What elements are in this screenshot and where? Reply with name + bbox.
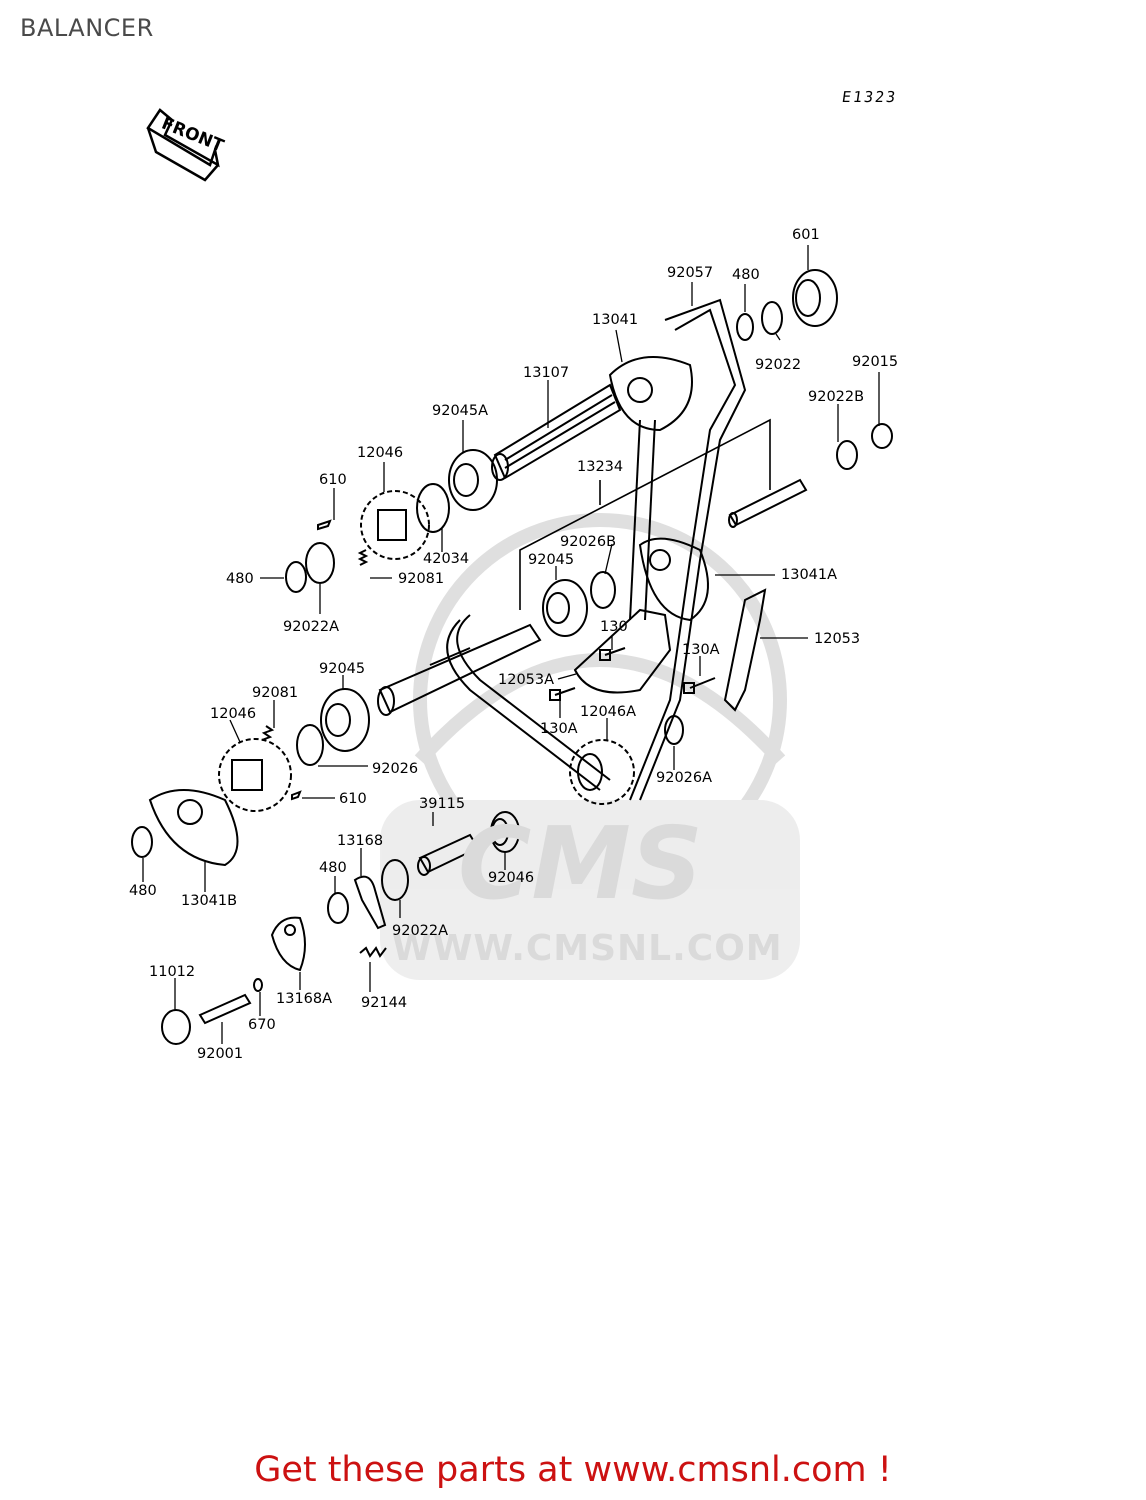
callout-92045-upper[interactable]: 92045 xyxy=(528,552,575,568)
splined-shaft-13107 xyxy=(491,383,622,481)
lever-12053 xyxy=(723,588,767,712)
washer-92022A-lower xyxy=(381,859,409,901)
callout-601[interactable]: 601 xyxy=(792,227,820,243)
callout-11012[interactable]: 11012 xyxy=(149,964,196,980)
callout-92022[interactable]: 92022 xyxy=(755,357,802,373)
balancer-weight-13041 xyxy=(608,356,693,432)
callout-130a-left[interactable]: 130A xyxy=(540,721,578,737)
callout-480-lower[interactable]: 480 xyxy=(319,860,347,876)
balancer-shaft xyxy=(377,623,542,716)
callout-13041a[interactable]: 13041A xyxy=(781,567,838,583)
hub-42034 xyxy=(416,483,450,533)
bolt-92001 xyxy=(198,993,252,1025)
bearing-92045-lower xyxy=(320,688,370,752)
shaft-39115 xyxy=(417,833,480,876)
callout-92144[interactable]: 92144 xyxy=(361,995,408,1011)
cap-11012 xyxy=(161,1009,191,1045)
leader-lines xyxy=(142,245,880,1044)
callout-670[interactable]: 670 xyxy=(248,1017,276,1033)
callout-13041[interactable]: 13041 xyxy=(592,312,639,328)
front-arrow-icon xyxy=(146,108,220,182)
balancer-weight-13041A xyxy=(638,537,709,622)
lever-13168 xyxy=(353,875,387,930)
washer-92022A-upper xyxy=(305,542,335,584)
callout-13234[interactable]: 13234 xyxy=(577,459,624,475)
pivot-shaft xyxy=(728,478,808,528)
washer-92026B xyxy=(590,571,616,609)
plate-13168A xyxy=(270,916,306,972)
balancer-weight-13041B xyxy=(148,789,239,867)
callout-480-left[interactable]: 480 xyxy=(129,883,157,899)
gear-12046-lower xyxy=(218,738,292,812)
drive-chain xyxy=(446,298,747,801)
circlip-480-top xyxy=(736,313,754,341)
callout-92022b[interactable]: 92022B xyxy=(808,389,865,405)
lever-12053A xyxy=(573,608,672,694)
callout-39115[interactable]: 39115 xyxy=(419,796,466,812)
reference-bracket xyxy=(519,418,771,610)
callout-13107[interactable]: 13107 xyxy=(523,365,570,381)
pin-610-lower xyxy=(291,790,302,801)
callout-92026a[interactable]: 92026A xyxy=(656,770,713,786)
callout-12053a[interactable]: 12053A xyxy=(498,672,555,688)
watermark-logo: CMS xyxy=(458,805,703,922)
callout-12046-lower[interactable]: 12046 xyxy=(210,706,257,722)
pin-610-upper xyxy=(317,519,332,531)
callout-92022a-upper[interactable]: 92022A xyxy=(283,619,340,635)
callout-92026[interactable]: 92026 xyxy=(372,761,419,777)
bolt-130 xyxy=(599,647,626,661)
circlip-480-upper xyxy=(285,561,307,593)
circlip-480-lower xyxy=(327,892,349,924)
callout-480[interactable]: 480 xyxy=(732,267,760,283)
washer-92026 xyxy=(296,724,324,766)
callout-92081-upper[interactable]: 92081 xyxy=(398,571,445,587)
callout-610-upper[interactable]: 610 xyxy=(319,472,347,488)
spring-92081-lower xyxy=(261,725,275,741)
callout-92046[interactable]: 92046 xyxy=(488,870,535,886)
spring-92081-upper xyxy=(357,549,369,566)
bearing-92045-upper xyxy=(542,579,588,637)
washer-92026A xyxy=(664,715,684,745)
bolt-130A-right xyxy=(683,677,716,694)
callout-92045-lower[interactable]: 92045 xyxy=(319,661,366,677)
callout-92015[interactable]: 92015 xyxy=(852,354,899,370)
callout-12046a[interactable]: 12046A xyxy=(580,704,637,720)
callout-92022a-lower[interactable]: 92022A xyxy=(392,923,449,939)
bolt-130A-left xyxy=(549,687,576,701)
callout-92045a[interactable]: 92045A xyxy=(432,403,489,419)
circlip-480-left xyxy=(131,826,153,858)
callout-610-lower[interactable]: 610 xyxy=(339,791,367,807)
callout-13168a[interactable]: 13168A xyxy=(276,991,333,1007)
bearing-601 xyxy=(792,269,838,327)
spring-92144 xyxy=(359,946,387,958)
callout-92001[interactable]: 92001 xyxy=(197,1046,244,1062)
page-title: BALANCER xyxy=(20,14,154,42)
footer-cta-link[interactable]: Get these parts at www.cmsnl.com ! xyxy=(254,1450,892,1490)
washer-92022B xyxy=(836,440,858,470)
gear-12046-upper xyxy=(360,490,430,560)
callout-13168[interactable]: 13168 xyxy=(337,833,384,849)
callout-130a-right[interactable]: 130A xyxy=(682,642,720,658)
callout-92026b[interactable]: 92026B xyxy=(560,534,617,550)
diagram-code: E1323 xyxy=(840,88,899,106)
watermark-url: WWW.CMSNL.COM xyxy=(392,928,783,969)
gear-12046A xyxy=(569,739,635,805)
callout-92057[interactable]: 92057 xyxy=(667,265,714,281)
callout-480-upper[interactable]: 480 xyxy=(226,571,254,587)
callout-130[interactable]: 130 xyxy=(600,619,628,635)
callout-92081-lower[interactable]: 92081 xyxy=(252,685,299,701)
bearing-92045A xyxy=(448,449,498,511)
callout-12046-upper[interactable]: 12046 xyxy=(357,445,404,461)
callout-42034[interactable]: 42034 xyxy=(423,551,470,567)
nut-92015 xyxy=(871,423,893,449)
callout-13041b[interactable]: 13041B xyxy=(181,893,238,909)
washer-92022 xyxy=(761,301,783,335)
callout-12053[interactable]: 12053 xyxy=(814,631,861,647)
oring-670 xyxy=(253,978,263,992)
watermark-emblem xyxy=(380,513,800,980)
